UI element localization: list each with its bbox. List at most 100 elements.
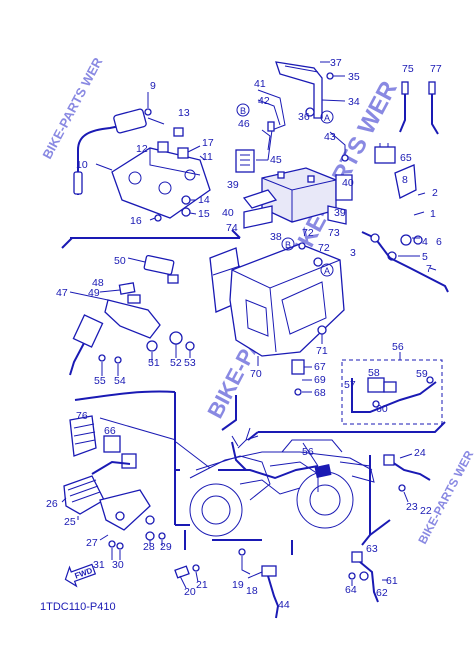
atv-handlebar [231, 435, 239, 447]
callout: 63 [366, 543, 378, 555]
grommet [317, 325, 327, 335]
callout: 9 [150, 80, 156, 92]
section-divider [74, 390, 176, 401]
front-wheel [189, 483, 243, 537]
callout: 75 [402, 63, 414, 75]
battery-pad [242, 189, 278, 209]
bolt [398, 484, 406, 492]
callout: 69 [314, 374, 326, 386]
leader-line [99, 289, 121, 293]
leader-line [99, 534, 109, 541]
callouts: 1 2 3 4 5 6 7 8 9 10 11 12 13 14 15 16 1… [46, 57, 442, 611]
washer [114, 356, 122, 364]
sensor [174, 565, 190, 579]
diagram-code: 1TDC110-P410 [40, 601, 116, 613]
connector [167, 274, 179, 284]
leader-line [189, 212, 197, 215]
leader-line [147, 117, 165, 125]
bolt [294, 388, 302, 396]
bolt [144, 108, 152, 116]
battery-group [235, 61, 439, 229]
wire-lead [431, 93, 439, 135]
cdi-group [69, 254, 195, 376]
sensor [261, 565, 277, 577]
callout: 7 [426, 263, 432, 275]
callout: 46 [238, 118, 250, 130]
callout: 72 [318, 242, 330, 254]
callout: 10 [76, 159, 88, 171]
leader-line [99, 417, 177, 441]
atv-rear-rack [339, 461, 375, 483]
marker-circle [320, 110, 334, 124]
washer [413, 235, 423, 245]
atv-fender [195, 455, 271, 501]
nut [145, 531, 155, 541]
callout: 20 [184, 586, 196, 598]
callout: 42 [258, 95, 270, 107]
clamp [127, 294, 141, 304]
callout: 71 [316, 345, 328, 357]
sensor-bracket [104, 299, 161, 339]
marker-a: A [324, 113, 330, 123]
harness-marker [314, 464, 332, 478]
leader-line [429, 267, 437, 271]
clamp [118, 282, 136, 295]
inset-frame [341, 359, 443, 425]
leader-line [302, 442, 319, 467]
battery-box [229, 243, 345, 357]
connector [351, 551, 363, 563]
callout: 52 [170, 357, 182, 369]
callout: 34 [348, 96, 360, 108]
washer [238, 548, 246, 556]
callout: 25 [64, 516, 76, 528]
cover-ribs [73, 423, 96, 445]
callout: 49 [88, 287, 100, 299]
sensor [383, 454, 395, 466]
front-wheel-hub [201, 495, 231, 525]
bracket-edge [149, 148, 201, 176]
callout: 1 [430, 208, 436, 220]
spark-plug-cap [73, 171, 83, 195]
callout: 60 [376, 403, 388, 415]
sensor-body [72, 314, 104, 348]
callout: 56 [302, 446, 314, 458]
leader-line [179, 575, 187, 589]
callout: 47 [56, 287, 68, 299]
washer [116, 542, 124, 550]
right-switch-group [361, 164, 449, 293]
leader-line [241, 556, 251, 575]
callout: 40 [222, 207, 234, 219]
leader-line [187, 145, 201, 153]
fuse-holder [103, 435, 121, 453]
connector [401, 81, 409, 95]
callout: 14 [198, 194, 210, 206]
callout: 26 [46, 498, 58, 510]
ignition-coil-group [73, 92, 211, 222]
callout: 65 [400, 152, 412, 164]
callout: 35 [348, 71, 360, 83]
callout: 77 [430, 63, 442, 75]
callout: 22 [420, 505, 432, 517]
sensor [291, 359, 305, 375]
callout: 76 [76, 410, 88, 422]
callout: 70 [250, 368, 262, 380]
callout: 12 [136, 143, 148, 155]
callout: 8 [402, 174, 408, 186]
cover-plate [394, 164, 417, 199]
callout: 36 [298, 111, 310, 123]
grommet [400, 234, 412, 246]
battery-pad [327, 205, 347, 225]
battery-box-group [209, 242, 345, 396]
callout: 11 [202, 151, 213, 163]
lower-left-group [61, 415, 166, 560]
rear-wheel [296, 471, 354, 529]
sensor-clip [370, 233, 380, 243]
callout: 28 [143, 541, 155, 553]
box-front-edge [269, 287, 277, 353]
callout: 50 [114, 255, 126, 267]
leader-line [69, 291, 109, 301]
callout: 59 [416, 368, 428, 380]
callout: 37 [330, 57, 342, 69]
callout: 4 [422, 236, 428, 248]
callout: 27 [86, 537, 98, 549]
